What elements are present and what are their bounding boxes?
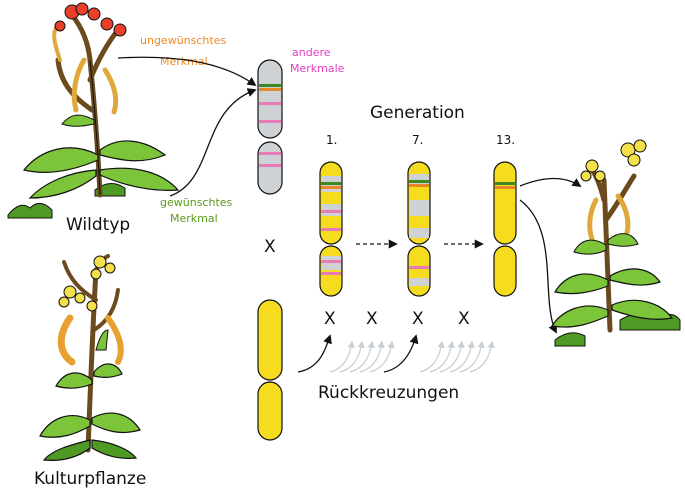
label-desired-trait: gewünschtes Merkmal [160, 196, 233, 225]
generation-7-number: 7. [412, 133, 423, 147]
result-plant [551, 139, 681, 347]
generation-7-chromosome [407, 161, 431, 297]
generation-13-number: 13. [496, 133, 515, 147]
result-yellow-flowers [580, 139, 647, 182]
arrow-desired-to-chromosome [169, 88, 257, 197]
yellow-flowers [58, 255, 116, 312]
label-backcrosses: Rückkreuzungen [318, 383, 459, 403]
backcross-arrows [297, 334, 495, 373]
label-undesired-trait: ungewünschtes Merkmal [140, 34, 226, 68]
arrow-undesired-to-chromosome [117, 56, 257, 87]
wildtype-plant [7, 2, 180, 219]
arrow-to-result-upper [519, 177, 582, 188]
svg-text:Merkmale: Merkmale [290, 62, 345, 75]
cross-symbol-gen1: X [324, 309, 336, 329]
label-crop: Kulturpflanze [34, 469, 146, 489]
svg-text:ungewünschtes: ungewünschtes [140, 34, 226, 47]
cross-symbol-gen7: X [412, 309, 424, 329]
result-leaves [551, 233, 674, 328]
label-other-traits: andere Merkmale [290, 46, 345, 75]
cross-symbol-gen1-faded: X [366, 309, 378, 329]
svg-text:gewünschtes: gewünschtes [160, 196, 233, 209]
red-flowers [54, 2, 127, 37]
wildtype-chromosome [257, 59, 283, 195]
svg-text:andere: andere [292, 46, 331, 59]
generation-13-chromosome [493, 161, 517, 297]
arrow-to-result-lower [519, 199, 557, 334]
generation-1-chromosome [319, 161, 343, 297]
svg-text:Merkmal: Merkmal [170, 212, 218, 225]
crop-chromosome [257, 299, 283, 441]
svg-text:Merkmal: Merkmal [160, 55, 208, 68]
crop-leaves [39, 329, 141, 461]
crop-plant [39, 254, 141, 461]
cross-symbol-gen7-faded: X [458, 309, 470, 329]
generation-1-number: 1. [326, 133, 337, 147]
label-wildtype: Wildtyp [66, 215, 130, 235]
cross-symbol-parents: X [264, 237, 276, 257]
leaves [22, 114, 180, 199]
label-generation: Generation [370, 103, 465, 123]
